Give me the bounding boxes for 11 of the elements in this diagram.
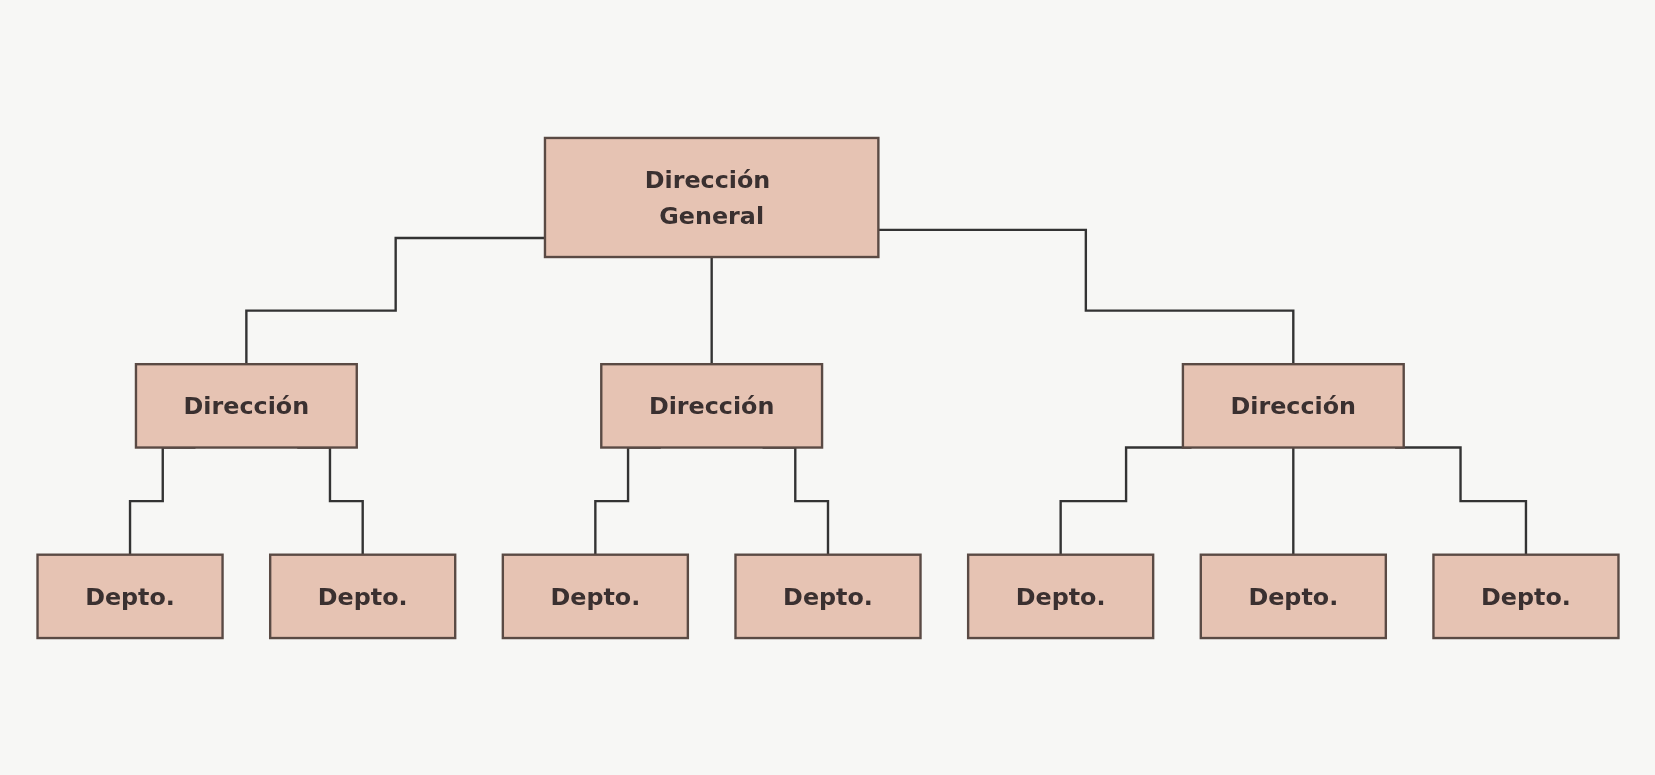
node-box: Depto. <box>268 553 456 639</box>
node-box: Depto. <box>1431 553 1620 639</box>
node-box: Depto. <box>733 553 922 639</box>
node-box: Dirección <box>134 362 358 449</box>
node-box: Depto. <box>501 553 689 639</box>
node-box: Dirección General <box>543 136 880 258</box>
node-box: Depto. <box>35 553 224 639</box>
node-box: Dirección <box>1181 362 1405 449</box>
node-box: Depto. <box>966 553 1154 639</box>
node-box: Dirección <box>599 362 823 449</box>
node-box: Depto. <box>1199 553 1387 639</box>
